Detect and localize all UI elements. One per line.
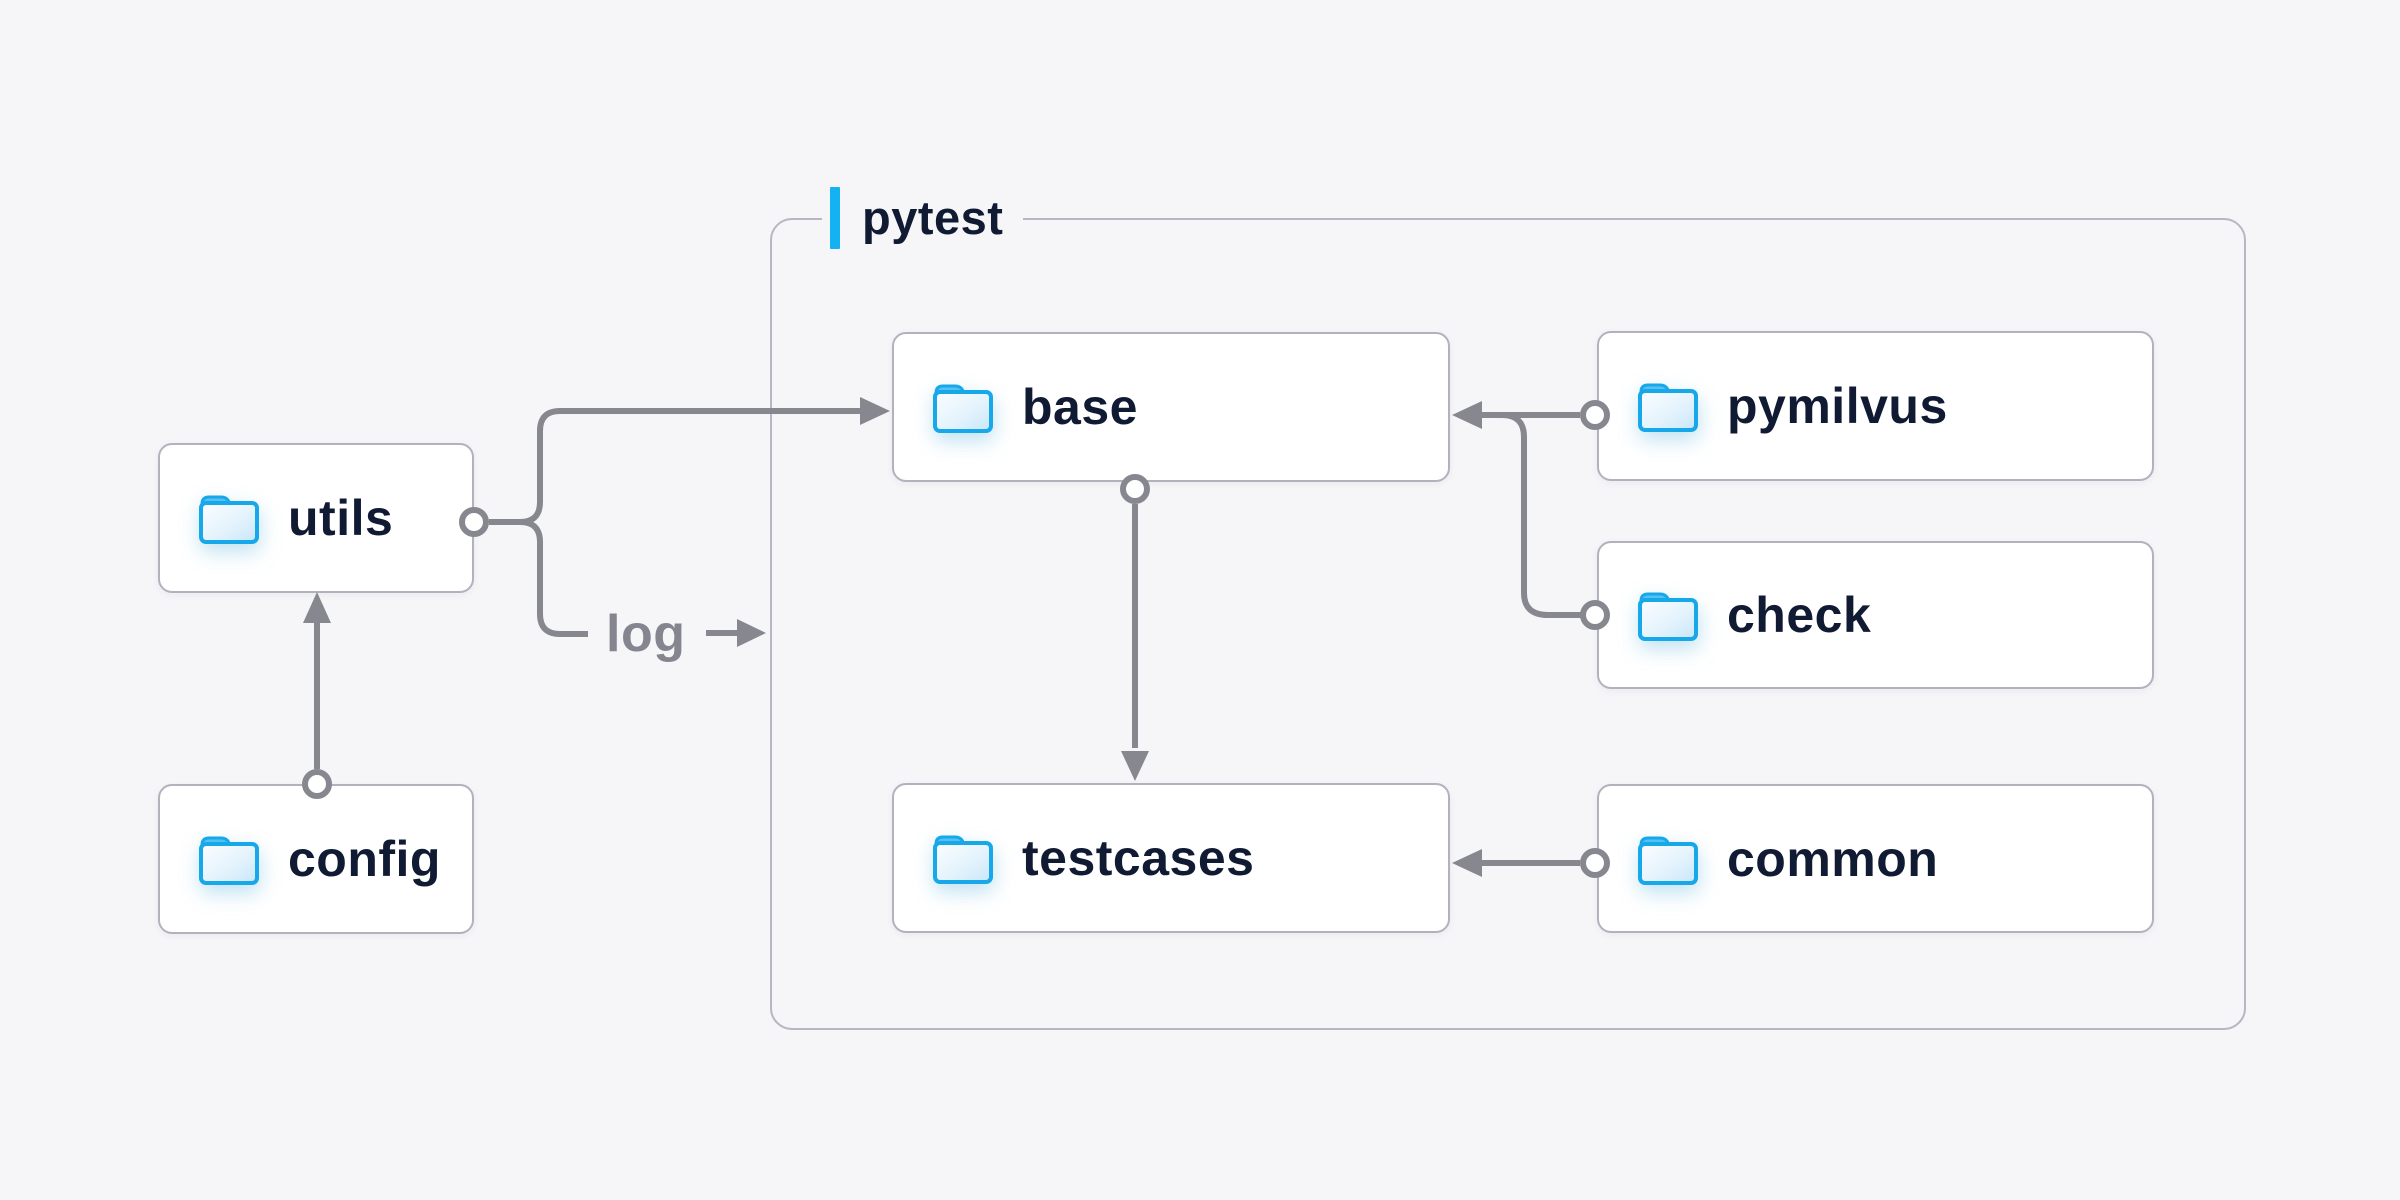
- folder-icon: [1638, 383, 1698, 432]
- folder-icon: [199, 495, 259, 544]
- edge-utils-log: [519, 519, 588, 637]
- node-label: check: [1727, 587, 1872, 643]
- folder-icon: [1638, 836, 1698, 885]
- node-label: config: [288, 831, 441, 887]
- node-config: config: [158, 784, 474, 934]
- pytest-container-label-text: pytest: [862, 191, 1004, 244]
- node-base: base: [892, 332, 1450, 482]
- node-label: base: [1022, 379, 1138, 435]
- node-common: common: [1597, 784, 2154, 933]
- pytest-container-label: pytest: [822, 187, 1024, 249]
- accent-bar: [830, 187, 840, 249]
- node-utils: utils: [158, 443, 474, 593]
- node-testcases: testcases: [892, 783, 1450, 933]
- node-check: check: [1597, 541, 2154, 689]
- node-label: common: [1727, 830, 1939, 887]
- folder-icon: [1638, 592, 1698, 641]
- arrowhead: [737, 619, 766, 647]
- folder-icon: [933, 835, 993, 884]
- pytest-container: pytest: [770, 187, 2246, 1030]
- folder-icon: [933, 384, 993, 433]
- node-label: utils: [288, 490, 394, 546]
- node-label: testcases: [1022, 830, 1255, 886]
- node-pymilvus: pymilvus: [1597, 331, 2154, 481]
- node-label: pymilvus: [1727, 378, 1948, 434]
- arrowhead: [303, 592, 331, 623]
- edge-label-log: log: [606, 605, 686, 663]
- folder-icon: [199, 836, 259, 885]
